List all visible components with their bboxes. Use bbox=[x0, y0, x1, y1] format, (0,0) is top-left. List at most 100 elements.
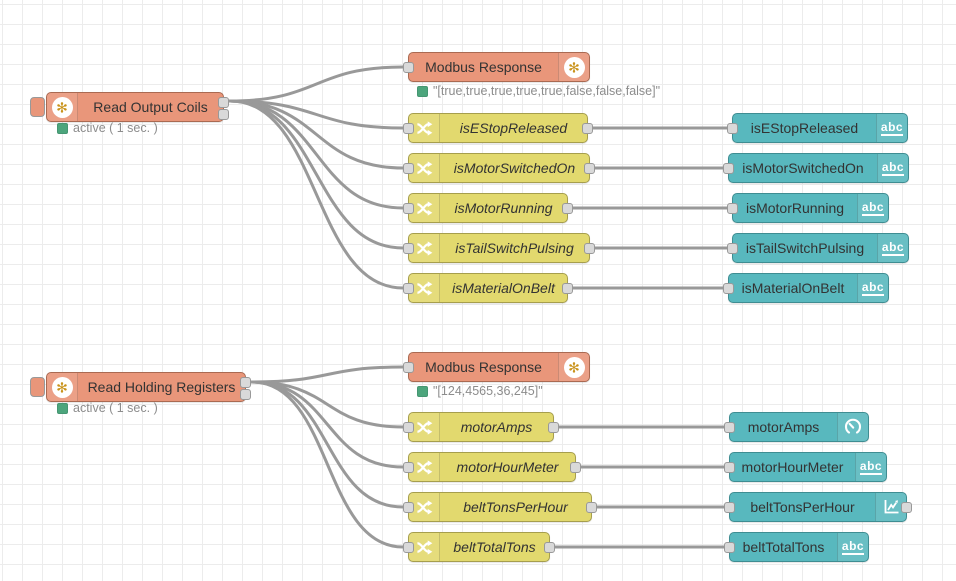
node-label: isMotorRunning bbox=[454, 200, 553, 216]
input-port[interactable] bbox=[724, 462, 735, 473]
input-port[interactable] bbox=[403, 163, 414, 174]
node-switch-belttonsperhour[interactable]: beltTonsPerHour bbox=[403, 492, 597, 522]
input-port[interactable] bbox=[403, 123, 414, 134]
input-port[interactable] bbox=[403, 502, 414, 513]
node-label: beltTotalTons bbox=[742, 539, 825, 555]
node-switch-ismaterialonbelt[interactable]: isMaterialOnBelt bbox=[403, 273, 573, 303]
node-button[interactable] bbox=[30, 377, 45, 397]
input-port[interactable] bbox=[723, 163, 734, 174]
output-port[interactable] bbox=[570, 462, 581, 473]
wire[interactable] bbox=[228, 99, 405, 130]
output-port[interactable] bbox=[562, 283, 573, 294]
node-ui-chart-belttonsperhour[interactable]: beltTonsPerHour bbox=[724, 492, 912, 522]
switch-icon bbox=[409, 194, 440, 222]
output-port[interactable] bbox=[584, 243, 595, 254]
output-port[interactable] bbox=[544, 542, 555, 553]
node-modbus-response-registers[interactable]: Modbus Response ✻ bbox=[403, 352, 590, 382]
switch-icon bbox=[409, 234, 440, 262]
input-port[interactable] bbox=[727, 243, 738, 254]
output-port[interactable] bbox=[548, 422, 559, 433]
input-port[interactable] bbox=[727, 123, 738, 134]
input-port[interactable] bbox=[724, 422, 735, 433]
node-switch-belttotaltons[interactable]: beltTotalTons bbox=[403, 532, 555, 562]
node-label: beltTonsPerHour bbox=[750, 499, 855, 515]
switch-icon bbox=[409, 413, 440, 441]
output-port-2[interactable] bbox=[218, 109, 229, 120]
input-port[interactable] bbox=[403, 203, 414, 214]
output-port-1[interactable] bbox=[218, 97, 229, 108]
node-ui-gauge-motoramps[interactable]: motorAmps bbox=[724, 412, 869, 442]
status-text: "[true,true,true,true,true,false,false,f… bbox=[433, 84, 661, 98]
node-status: "[true,true,true,true,true,false,false,f… bbox=[417, 84, 660, 98]
abc-icon: abc bbox=[877, 154, 908, 182]
status-dot-icon bbox=[417, 385, 428, 397]
switch-icon bbox=[409, 533, 440, 561]
input-port[interactable] bbox=[403, 542, 414, 553]
output-port-1[interactable] bbox=[240, 377, 251, 388]
node-label: isEStopReleased bbox=[459, 120, 568, 136]
node-read-output-coils[interactable]: ✻ Read Output Coils bbox=[30, 92, 229, 122]
status-dot-icon bbox=[417, 85, 428, 97]
node-ui-text-ismotorrunning[interactable]: isMotorRunning abc bbox=[727, 193, 889, 223]
output-port[interactable] bbox=[582, 123, 593, 134]
input-port[interactable] bbox=[403, 62, 414, 73]
node-read-holding-registers[interactable]: ✻ Read Holding Registers bbox=[30, 372, 251, 402]
wire[interactable] bbox=[250, 380, 405, 509]
status-text: "[124,4565,36,245]" bbox=[433, 384, 543, 398]
node-status: active ( 1 sec. ) bbox=[57, 121, 158, 135]
node-ui-text-ismaterialonbelt[interactable]: isMaterialOnBelt abc bbox=[723, 273, 889, 303]
status-dot-icon bbox=[57, 402, 68, 414]
gauge-icon bbox=[837, 413, 868, 441]
switch-icon bbox=[409, 453, 440, 481]
wire[interactable] bbox=[250, 380, 405, 549]
input-port[interactable] bbox=[403, 462, 414, 473]
node-switch-istailswitchpulsing[interactable]: isTailSwitchPulsing bbox=[403, 233, 595, 263]
switch-icon bbox=[409, 493, 440, 521]
node-switch-isestopreleased[interactable]: isEStopReleased bbox=[403, 113, 593, 143]
node-switch-motoramps[interactable]: motorAmps bbox=[403, 412, 559, 442]
node-label: beltTotalTons bbox=[453, 539, 536, 555]
node-ui-text-istailswitchpulsing[interactable]: isTailSwitchPulsing abc bbox=[727, 233, 909, 263]
node-label: isEStopReleased bbox=[750, 120, 859, 136]
wire[interactable] bbox=[250, 380, 405, 429]
line-chart-icon bbox=[875, 493, 906, 521]
input-port[interactable] bbox=[403, 362, 414, 373]
wire[interactable] bbox=[228, 99, 405, 250]
node-ui-text-isestopreleased[interactable]: isEStopReleased abc bbox=[727, 113, 908, 143]
output-port[interactable] bbox=[584, 163, 595, 174]
output-port[interactable] bbox=[586, 502, 597, 513]
node-button[interactable] bbox=[30, 97, 45, 117]
input-port[interactable] bbox=[403, 422, 414, 433]
output-port[interactable] bbox=[562, 203, 573, 214]
status-text: active ( 1 sec. ) bbox=[73, 121, 158, 135]
wire[interactable] bbox=[228, 99, 405, 290]
input-port[interactable] bbox=[727, 203, 738, 214]
input-port[interactable] bbox=[403, 243, 414, 254]
output-port-2[interactable] bbox=[240, 389, 251, 400]
wire[interactable] bbox=[250, 380, 405, 469]
wire[interactable] bbox=[228, 99, 405, 210]
node-ui-text-belttotaltons[interactable]: beltTotalTons abc bbox=[724, 532, 869, 562]
node-label: Read Output Coils bbox=[93, 99, 208, 115]
switch-icon bbox=[409, 274, 440, 302]
output-port[interactable] bbox=[901, 502, 912, 513]
node-ui-text-ismotorswitchedon[interactable]: isMotorSwitchedOn abc bbox=[723, 153, 909, 183]
wire[interactable] bbox=[250, 365, 405, 384]
node-switch-motorhourmeter[interactable]: motorHourMeter bbox=[403, 452, 581, 482]
node-switch-ismotorrunning[interactable]: isMotorRunning bbox=[403, 193, 573, 223]
input-port[interactable] bbox=[724, 542, 735, 553]
wire[interactable] bbox=[228, 99, 405, 170]
node-switch-ismotorswitchedon[interactable]: isMotorSwitchedOn bbox=[403, 153, 595, 183]
wire[interactable] bbox=[228, 65, 405, 103]
input-port[interactable] bbox=[403, 283, 414, 294]
input-port[interactable] bbox=[724, 502, 735, 513]
node-label: isMotorSwitchedOn bbox=[742, 160, 864, 176]
node-modbus-response-coils[interactable]: Modbus Response ✻ bbox=[403, 52, 590, 82]
node-status: "[124,4565,36,245]" bbox=[417, 384, 543, 398]
node-label: motorAmps bbox=[460, 419, 533, 435]
node-label: Modbus Response bbox=[425, 59, 542, 75]
node-ui-text-motorhourmeter[interactable]: motorHourMeter abc bbox=[724, 452, 887, 482]
input-port[interactable] bbox=[723, 283, 734, 294]
